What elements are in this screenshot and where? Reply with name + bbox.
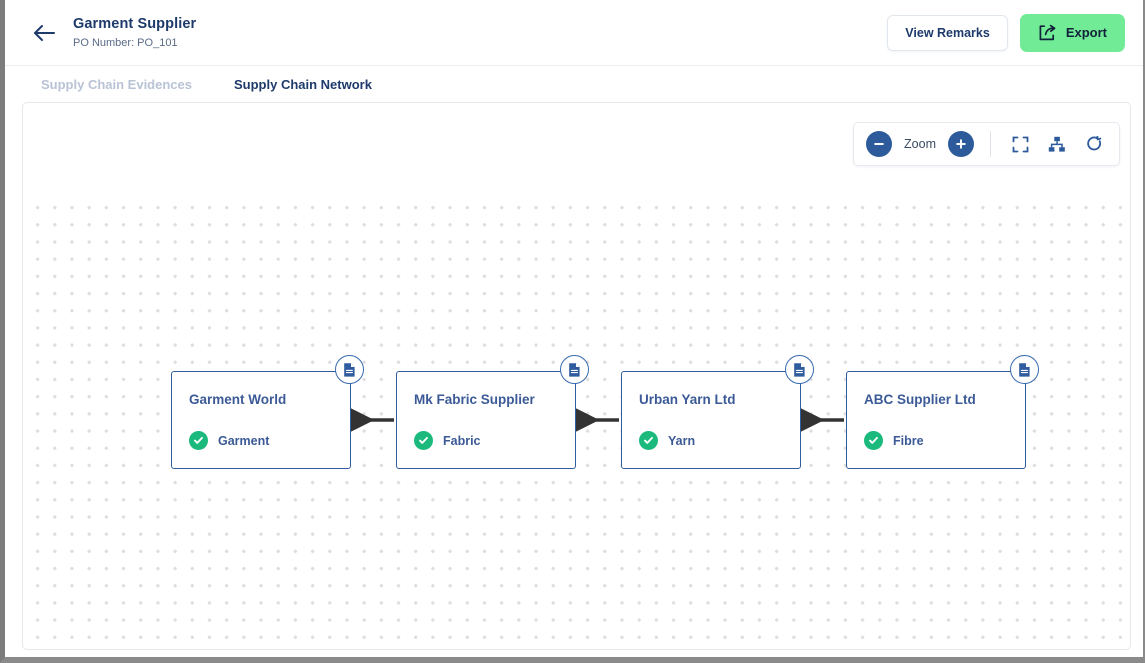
zoom-label: Zoom xyxy=(904,137,936,151)
node-title: Urban Yarn Ltd xyxy=(639,392,736,407)
tab-supply-chain-evidences[interactable]: Supply Chain Evidences xyxy=(41,76,192,92)
toolbar-divider xyxy=(990,131,991,157)
check-circle-icon xyxy=(639,431,658,450)
export-button-label: Export xyxy=(1065,25,1107,40)
graph-node[interactable]: Mk Fabric Supplier Fabric xyxy=(396,355,589,469)
zoom-toolbar: Zoom xyxy=(853,122,1120,166)
check-circle-icon xyxy=(864,431,883,450)
tab-bar: Supply Chain Evidences Supply Chain Netw… xyxy=(5,66,1143,102)
hierarchy-layout-button[interactable] xyxy=(1044,131,1070,157)
zoom-out-button[interactable] xyxy=(866,131,893,157)
fullscreen-button[interactable] xyxy=(1007,131,1033,157)
node-type-label: Fibre xyxy=(893,433,924,448)
graph-node[interactable]: Urban Yarn Ltd Yarn xyxy=(621,355,814,469)
node-type-label: Yarn xyxy=(668,433,696,448)
refresh-icon xyxy=(1086,135,1103,153)
document-icon-badge[interactable] xyxy=(560,355,589,384)
graph-node[interactable]: Garment World Garment xyxy=(171,355,364,469)
document-icon xyxy=(342,362,357,378)
po-number: PO Number: PO_101 xyxy=(73,36,178,49)
supply-chain-graph: Garment World Garment xyxy=(23,103,1130,649)
tab-supply-chain-network[interactable]: Supply Chain Network xyxy=(234,76,372,92)
back-button[interactable] xyxy=(25,14,63,52)
node-status: Fabric xyxy=(414,431,481,450)
node-title: Garment World xyxy=(189,392,287,407)
document-icon xyxy=(1017,362,1032,378)
node-type-label: Fabric xyxy=(443,433,481,448)
document-icon-badge[interactable] xyxy=(335,355,364,384)
hierarchy-layout-icon xyxy=(1048,136,1066,153)
network-panel: Zoom xyxy=(22,102,1131,650)
check-circle-icon xyxy=(189,431,208,450)
export-share-icon xyxy=(1038,24,1057,42)
document-icon xyxy=(792,362,807,378)
page-header: Garment Supplier PO Number: PO_101 View … xyxy=(5,0,1143,66)
check-circle-icon xyxy=(414,431,433,450)
page-title: Garment Supplier xyxy=(73,15,197,32)
node-status: Fibre xyxy=(864,431,924,450)
document-icon xyxy=(567,362,582,378)
node-title: Mk Fabric Supplier xyxy=(414,392,535,407)
document-icon-badge[interactable] xyxy=(785,355,814,384)
fullscreen-icon xyxy=(1012,136,1029,153)
refresh-button[interactable] xyxy=(1081,131,1107,157)
node-type-label: Garment xyxy=(218,433,270,448)
header-actions: View Remarks Export xyxy=(887,13,1125,52)
node-status: Yarn xyxy=(639,431,695,450)
node-title: ABC Supplier Ltd xyxy=(864,392,976,407)
node-status: Garment xyxy=(189,431,269,450)
zoom-in-button[interactable] xyxy=(948,131,974,157)
graph-node[interactable]: ABC Supplier Ltd Fibre xyxy=(846,355,1039,469)
export-button[interactable]: Export xyxy=(1019,13,1125,52)
view-remarks-button[interactable]: View Remarks xyxy=(887,14,1008,51)
document-icon-badge[interactable] xyxy=(1010,355,1039,384)
title-block: Garment Supplier PO Number: PO_101 xyxy=(73,16,887,49)
